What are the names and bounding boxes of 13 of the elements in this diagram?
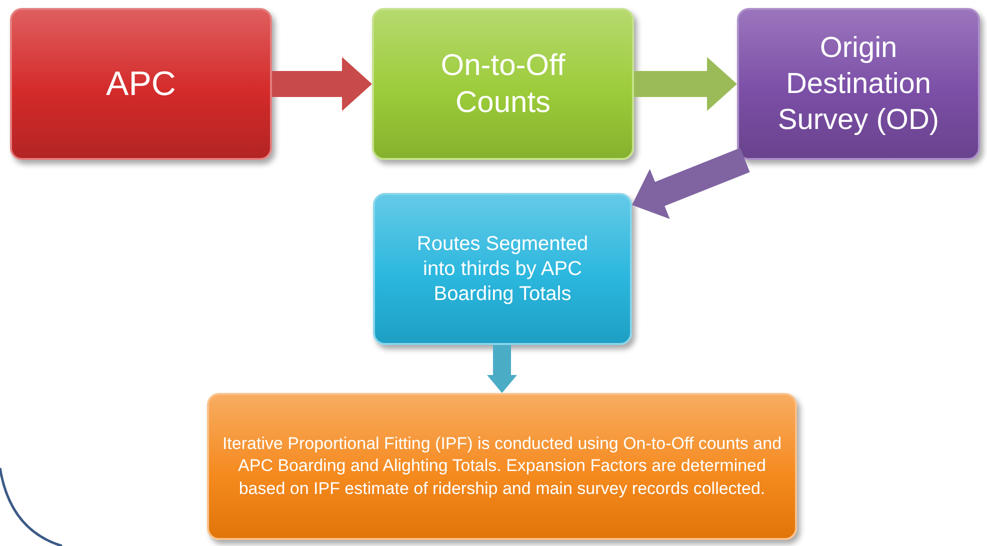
- box-text: On-to-Off Counts: [440, 48, 566, 121]
- process-box: [372, 8, 634, 160]
- box-text: Routes Segmented into thirds by APC Boarding Totals: [416, 232, 590, 306]
- process-box: [207, 393, 797, 540]
- block-arrow: [272, 57, 372, 111]
- process-box: [373, 193, 632, 345]
- block-arrow: [634, 57, 737, 111]
- box-text: Iterative Proportional Fitting (IPF) is conducted using On-to-Off counts and APC Boarding and Alighting Totals. Expansion Factors are determined based on IPF estimate of ridership and main survey records collected.: [221, 433, 783, 500]
- process-box: [737, 8, 980, 160]
- process-box: [10, 8, 272, 160]
- block-arrow: [487, 345, 517, 393]
- box-text: Origin Destination Survey (OD): [776, 30, 940, 138]
- box-text: APC: [105, 64, 177, 105]
